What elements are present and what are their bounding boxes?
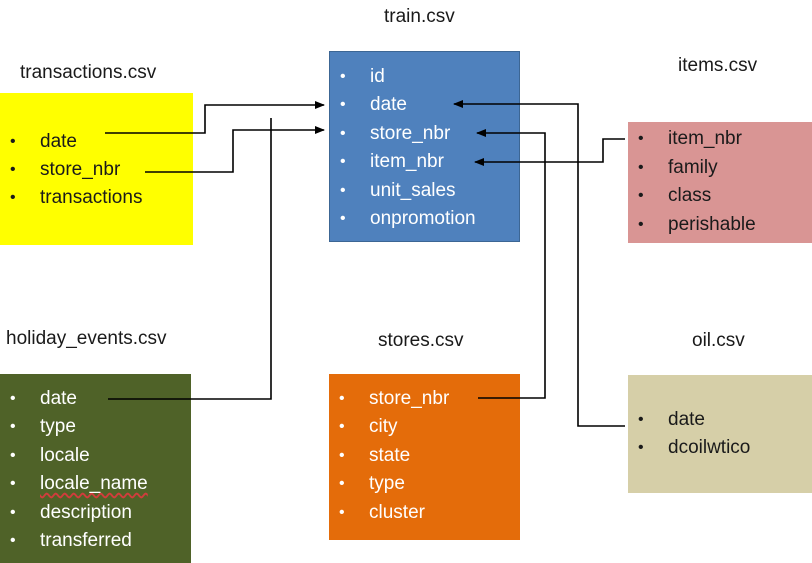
oil-title: oil.csv [692, 330, 745, 351]
transactions-title: transactions.csv [20, 62, 157, 83]
stores-table-box: •store_nbr •city •state •type •cluster [329, 374, 520, 540]
oil-table-box: •date •dcoilwtico [628, 375, 812, 493]
items-table-box: •item_nbr •family •class •perishable [628, 122, 812, 243]
train-table-box: •id •date •store_nbr •item_nbr •unit_sal… [329, 51, 520, 242]
transactions-table-box: •date •store_nbr •transactions [0, 93, 193, 245]
stores-title: stores.csv [378, 330, 464, 351]
holiday-events-title: holiday_events.csv [6, 328, 167, 349]
train-title: train.csv [384, 6, 455, 27]
holiday-events-table-box: •date •type •locale •locale_name •descri… [0, 374, 191, 563]
items-title: items.csv [678, 55, 758, 76]
